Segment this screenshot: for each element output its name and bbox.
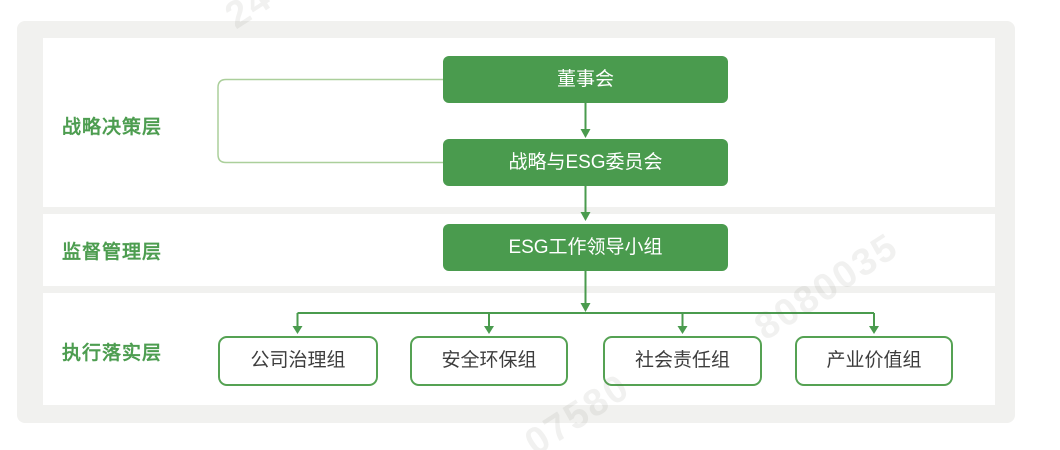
group-corporate-governance: 公司治理组 bbox=[218, 336, 378, 386]
layer-label-strategy: 战略决策层 bbox=[62, 117, 163, 138]
layer-label-supervision: 监督管理层 bbox=[62, 242, 163, 263]
group-industrial-value: 产业价值组 bbox=[795, 336, 953, 386]
layer-label-execution: 执行落实层 bbox=[62, 343, 163, 364]
group-safety-environment: 安全环保组 bbox=[410, 336, 568, 386]
node-esg-leading-group: ESG工作领导小组 bbox=[443, 224, 728, 271]
group-social-responsibility: 社会责任组 bbox=[603, 336, 762, 386]
node-strategy-esg-committee: 战略与ESG委员会 bbox=[443, 139, 728, 186]
node-board-of-directors: 董事会 bbox=[443, 56, 728, 103]
